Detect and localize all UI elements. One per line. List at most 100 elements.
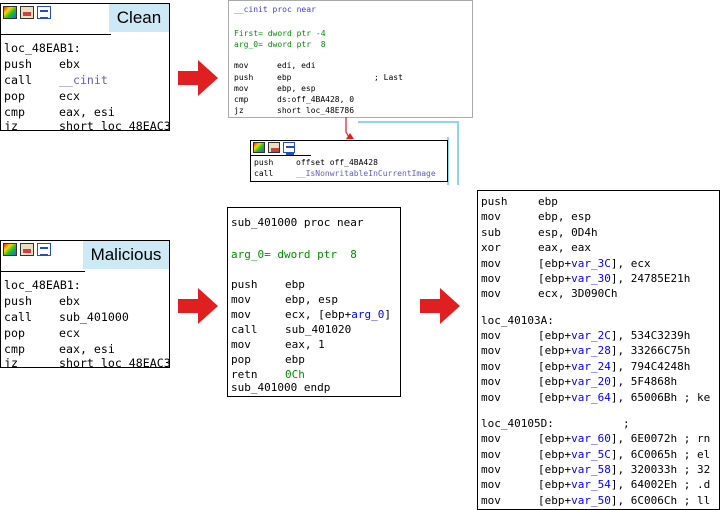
mnemonic: mov (481, 272, 501, 285)
operand: ebp (285, 278, 305, 291)
operand: ebp, esp (277, 84, 316, 93)
mnemonic: xor (481, 241, 501, 255)
mnemonic: cmp (234, 95, 249, 104)
operand: [ebp+var_64], 65006Bh ; ke (538, 390, 711, 404)
clean-label: Clean (109, 4, 169, 32)
graph-icon[interactable] (3, 243, 17, 256)
operand: [ebp+var_60], 6E0072h ; rn (538, 432, 711, 446)
operand: ecx (59, 89, 80, 103)
malicious-call-target[interactable]: sub_401000 (59, 310, 129, 324)
operand: esp, 0D4h (538, 225, 598, 239)
mnemonic: mov (481, 375, 501, 389)
graph-icon[interactable] (253, 142, 265, 153)
mnemonic: mov (481, 359, 501, 373)
operand: [ebp+var_24], 794C4248h (538, 359, 691, 373)
operand: ebp (285, 353, 305, 366)
mnemonic: mov (481, 478, 501, 492)
list-icon[interactable] (283, 142, 295, 155)
mnemonic: mov (481, 462, 501, 476)
graph-icon[interactable] (3, 6, 17, 19)
mnemonic: call (254, 169, 274, 178)
operand: ecx (59, 326, 80, 340)
loc-label: loc_40103A: (481, 313, 554, 327)
operand: ebx (59, 57, 80, 71)
mnemonic: mov (481, 256, 501, 270)
operand: edi, edi (277, 61, 316, 70)
edit-icon[interactable] (20, 243, 34, 256)
arrow-right-icon (420, 288, 460, 324)
operand: eax, eax (538, 241, 591, 255)
operand: ebp, esp (285, 293, 338, 306)
mnemonic: sub (481, 225, 501, 239)
mnemonic: mov (481, 390, 501, 404)
clean-toolbar (3, 6, 51, 20)
operand: [ebp+var_20], 5F4868h (538, 375, 678, 389)
mnemonic: mov (231, 308, 251, 321)
mnemonic: push (231, 278, 258, 291)
edit-icon[interactable] (268, 142, 280, 153)
proc-footer: sub_401000 endp (231, 381, 331, 394)
cinit-sub-block: push offset off_4BA428 call __IsNonwrita… (250, 140, 448, 182)
cinit-call-target[interactable]: __cinit (59, 73, 108, 87)
malicious-label: Malicious (83, 241, 169, 269)
loc-label: loc_40105D: (481, 416, 554, 430)
operand: ecx, 3D090Ch (538, 287, 618, 301)
operand: [ebp+var_30], 24785E21h (538, 272, 691, 285)
mnemonic: jz (4, 119, 18, 131)
separator (251, 155, 311, 156)
operand: eax, esi (59, 105, 115, 119)
edge-true-branch (358, 121, 459, 185)
comment: ; (623, 416, 630, 430)
operand: short loc_48EAC3 (59, 356, 170, 368)
mnemonic: mov (481, 210, 501, 224)
graph-edges (345, 117, 459, 185)
mnemonic: push (4, 294, 32, 308)
mnemonic: mov (234, 84, 249, 93)
operand: offset off_4BA428 (296, 158, 378, 167)
operand: ecx, [ebp+arg_0] (285, 308, 391, 321)
operand: ebp (277, 73, 292, 82)
operand: short loc_48E786 (277, 106, 355, 115)
var-def: arg_0= dword ptr 8 (231, 248, 357, 261)
mnemonic: mov (231, 293, 251, 306)
mnemonic: push (4, 57, 32, 71)
clean-code-block: Clean loc_48EAB1: push ebx call __cinit … (0, 3, 170, 131)
mnemonic: call (231, 323, 258, 336)
operand: [ebp+var_54], 64002Eh ; .d (538, 478, 711, 492)
mnemonic: mov (481, 344, 501, 358)
mnemonic: pop (4, 89, 25, 103)
mnemonic: jz (4, 356, 18, 368)
mnemonic: mov (231, 338, 251, 351)
operand: eax, esi (59, 342, 115, 356)
mnemonic: retn (231, 368, 258, 381)
mnemonic: mov (481, 493, 501, 507)
operand: ds:off_4BA428, 0 (277, 95, 355, 104)
operand: 0Ch (285, 368, 305, 381)
operand: ebx (59, 294, 80, 308)
call-target[interactable]: sub_401020 (285, 323, 352, 336)
operand: ebp, esp (538, 210, 591, 224)
mnemonic: jz (234, 106, 244, 115)
mnemonic: pop (231, 353, 251, 366)
operand: [ebp+var_3C], ecx (538, 256, 651, 270)
malicious-toolbar (3, 243, 51, 257)
sub-401000-block: sub_401000 proc near arg_0= dword ptr 8 … (227, 207, 401, 397)
operand: ebp (538, 195, 558, 208)
mnemonic: cmp (4, 342, 25, 356)
separator (1, 34, 111, 35)
cinit-proc-block: __cinit proc near First= dword ptr -4 ar… (228, 0, 473, 118)
operand: [ebp+var_58], 320033h ; 32 (538, 462, 711, 476)
mnemonic: mov (234, 61, 249, 70)
mnemonic: mov (481, 432, 501, 446)
list-icon[interactable] (37, 243, 51, 256)
separator (1, 271, 85, 272)
comment: ; Last (374, 73, 403, 82)
list-icon[interactable] (37, 6, 51, 19)
call-target[interactable]: __IsNonwritableInCurrentImage (296, 169, 436, 178)
mnemonic: pop (4, 326, 25, 340)
mnemonic: push (234, 73, 254, 82)
edit-icon[interactable] (20, 6, 34, 19)
malicious-code-block: Malicious loc_48EAB1: push ebx call sub_… (0, 240, 170, 368)
malicious-loc-label: loc_48EAB1: (4, 278, 81, 292)
